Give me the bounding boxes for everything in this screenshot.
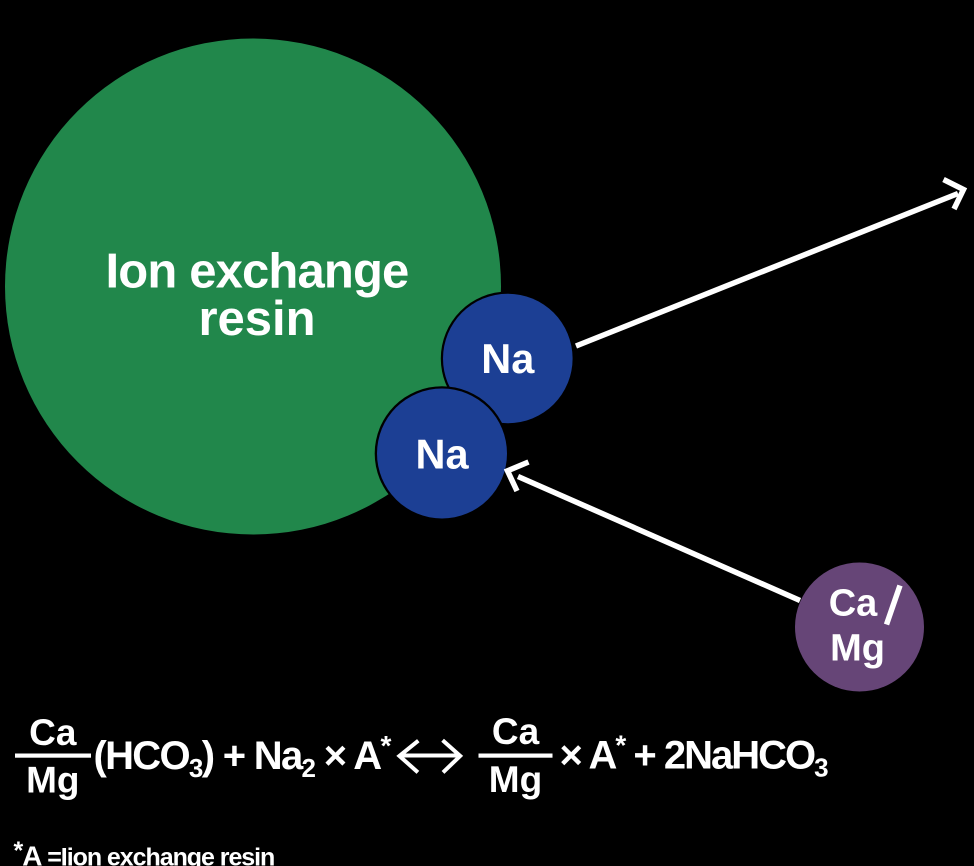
svg-text:(HCO3) + Na2 × A*: (HCO3) + Na2 × A* bbox=[94, 730, 392, 783]
svg-text:Na: Na bbox=[415, 431, 469, 478]
svg-text:× A* + 2NaHCO3: × A* + 2NaHCO3 bbox=[560, 730, 829, 783]
svg-text:Na: Na bbox=[481, 335, 535, 382]
svg-text:Ca: Ca bbox=[492, 711, 540, 752]
svg-text:Ion exchange: Ion exchange bbox=[106, 245, 409, 299]
svg-text:Ca: Ca bbox=[829, 583, 878, 625]
svg-text:Mg: Mg bbox=[26, 760, 79, 801]
svg-text:Ca: Ca bbox=[29, 712, 77, 753]
svg-text:Mg: Mg bbox=[489, 759, 542, 800]
svg-text:*A =Iion exchange resin: *A =Iion exchange resin bbox=[14, 837, 275, 866]
svg-text:Mg: Mg bbox=[830, 628, 885, 670]
svg-text:resin: resin bbox=[198, 292, 315, 346]
